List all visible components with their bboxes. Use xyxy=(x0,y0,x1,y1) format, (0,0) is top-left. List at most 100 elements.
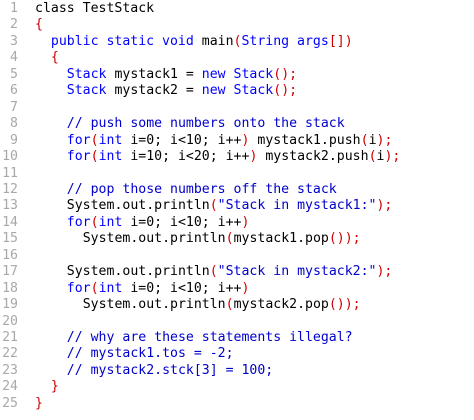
line-number: 10 xyxy=(2,149,18,165)
code-token: ( xyxy=(209,264,218,280)
code-token: i=10; i<20; i++ xyxy=(122,149,250,165)
line-number: 23 xyxy=(2,362,18,378)
code-token: // push some numbers onto the stack xyxy=(66,116,345,132)
line-number: 7 xyxy=(10,99,18,115)
code-token: ); xyxy=(384,149,401,165)
code-text: // why are these statements illegal? xyxy=(67,330,353,347)
code-token: ) xyxy=(241,132,250,148)
line-number: 12 xyxy=(2,181,18,197)
code-text: for(int i=10; i<20; i++) mystack2.push(i… xyxy=(67,149,401,166)
code-token: System xyxy=(82,231,131,247)
code-token: ( xyxy=(225,297,234,313)
code-text: class TestStack xyxy=(35,1,154,18)
code-token: for xyxy=(66,132,91,148)
line-number: 13 xyxy=(2,198,18,214)
code-text: for(int i=0; i<10; i++) xyxy=(67,215,250,232)
code-token: } xyxy=(50,379,59,395)
code-token: ); xyxy=(376,198,393,214)
code-token: class TestStack xyxy=(35,1,155,16)
code-token: ) xyxy=(241,214,250,230)
code-text: Stack mystack2 = new Stack(); xyxy=(67,83,297,100)
code-token: mystack2.push xyxy=(257,149,369,165)
code-token: ); xyxy=(376,264,393,280)
code-text: { xyxy=(51,50,59,67)
line-number: 18 xyxy=(2,280,18,296)
line-number: 6 xyxy=(10,83,18,99)
code-token: i=0; i<10; i++ xyxy=(122,280,242,296)
code-token: (); xyxy=(273,83,298,99)
code-token: main xyxy=(201,33,234,49)
line-number: 3 xyxy=(10,33,18,49)
code-token: "Stack in mystack2:" xyxy=(217,264,377,280)
code-token: i xyxy=(376,149,385,165)
line-number: 9 xyxy=(10,132,18,148)
code-token: ); xyxy=(376,132,393,148)
line-number: 1 xyxy=(10,1,18,16)
line-number: 24 xyxy=(2,379,18,395)
code-text: System.out.println(mystack1.pop()); xyxy=(83,231,361,248)
code-token: ( xyxy=(233,33,242,49)
code-token: mystack1 = xyxy=(106,66,202,82)
code-token: ( xyxy=(225,231,234,247)
code-token: // mystack2.stck[3] = 100; xyxy=(66,362,274,378)
code-token: ( xyxy=(90,280,99,296)
line-number: 14 xyxy=(2,214,18,230)
code-token: new Stack xyxy=(201,83,274,99)
code-token: i xyxy=(368,132,377,148)
line-number: 5 xyxy=(10,66,18,82)
code-token: ( xyxy=(90,149,99,165)
code-token: .out.println xyxy=(130,297,226,313)
code-token: (); xyxy=(273,66,298,82)
code-token: []) xyxy=(328,33,353,49)
code-token: ( xyxy=(209,198,218,214)
line-number: 17 xyxy=(2,264,18,280)
line-number: 8 xyxy=(10,116,18,132)
code-text: System.out.println(mystack2.pop()); xyxy=(83,297,361,314)
code-text: // push some numbers onto the stack xyxy=(67,116,345,133)
code-token: .out.println xyxy=(114,264,210,280)
code-token: ) xyxy=(249,149,258,165)
code-token: Stack xyxy=(66,83,107,99)
line-number: 19 xyxy=(2,297,18,313)
code-token: ) xyxy=(241,280,250,296)
code-token: int xyxy=(98,214,123,230)
code-token: { xyxy=(35,17,43,33)
line-number: 21 xyxy=(2,330,18,345)
line-number: 4 xyxy=(10,50,18,66)
code-token: ()); xyxy=(328,297,361,313)
code-token: int xyxy=(98,149,123,165)
code-token: public static void xyxy=(50,33,202,49)
code-token: mystack1.pop xyxy=(233,231,329,247)
line-number-gutter xyxy=(0,0,28,420)
line-number: 22 xyxy=(2,346,18,362)
code-token: // mystack1.tos = -2; xyxy=(66,346,234,362)
code-token: i=0; i<10; i++ xyxy=(122,132,242,148)
code-token: String args xyxy=(241,33,329,49)
code-token: for xyxy=(66,149,91,165)
code-text: public static void main(String args[]) xyxy=(51,34,353,51)
code-token: for xyxy=(66,280,91,296)
line-number: 25 xyxy=(2,395,18,411)
code-token: mystack1.push xyxy=(249,132,361,148)
code-token: .out.println xyxy=(130,231,226,247)
code-text: for(int i=0; i<10; i++) mystack1.push(i)… xyxy=(67,133,393,150)
code-text: System.out.println("Stack in mystack1:")… xyxy=(67,198,393,215)
code-token: ()); xyxy=(328,231,361,247)
code-token: // why are these statements illegal? xyxy=(66,330,353,345)
code-text: // mystack1.tos = -2; xyxy=(67,346,234,363)
line-number: 16 xyxy=(2,247,18,263)
code-token: System xyxy=(82,297,131,313)
code-token: mystack2.pop xyxy=(233,297,329,313)
line-number: 20 xyxy=(2,313,18,329)
code-token: } xyxy=(35,395,43,411)
code-text: } xyxy=(35,396,43,413)
code-token: ( xyxy=(368,149,377,165)
code-token: int xyxy=(98,280,123,296)
code-token: i=0; i<10; i++ xyxy=(122,214,242,230)
code-text: // pop those numbers off the stack xyxy=(67,182,337,199)
code-token: ( xyxy=(360,132,369,148)
line-number: 11 xyxy=(2,165,18,181)
code-token: mystack2 = xyxy=(106,83,202,99)
code-token: "Stack in mystack1:" xyxy=(217,198,377,214)
